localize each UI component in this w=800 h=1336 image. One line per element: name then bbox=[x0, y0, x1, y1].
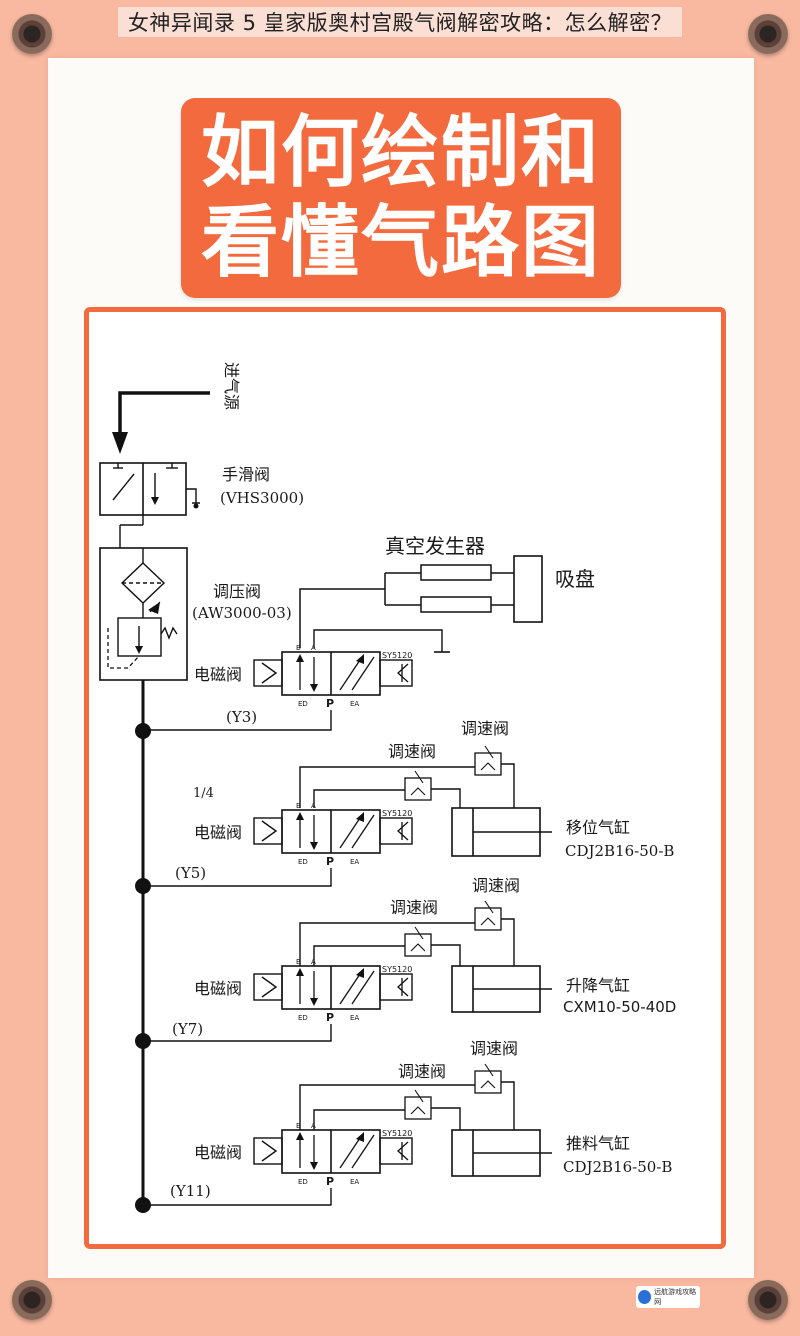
cylinder-3-name: 推料气缸 bbox=[566, 1134, 630, 1153]
fraction-label: 1/4 bbox=[193, 786, 214, 801]
watermark-text: 远航游戏攻略网 bbox=[654, 1288, 697, 1306]
banner-line-1: 如何绘制和 bbox=[200, 108, 601, 198]
valve-1-port-p: P bbox=[326, 697, 334, 710]
cylinder-2-model: CXM10-50-40D bbox=[563, 998, 676, 1016]
watermark-logo-icon bbox=[638, 1290, 652, 1304]
valve-3-model: SY5120 bbox=[382, 965, 412, 974]
signal-y5: (Y5) bbox=[175, 864, 206, 882]
valve-2-label: 电磁阀 bbox=[194, 823, 242, 842]
speed-valve-4b-label: 调速阀 bbox=[398, 1062, 446, 1081]
solenoid-valve-2: SY5120 B A ED P EA bbox=[135, 745, 552, 894]
regulator-name: 调压阀 bbox=[213, 582, 261, 601]
solenoid-valve-3: SY5120 B A ED P EA bbox=[135, 900, 552, 1049]
regulator-symbol bbox=[99, 515, 188, 732]
cylinder-1-model: CDJ2B16-50-B bbox=[565, 842, 674, 860]
signal-y3: (Y3) bbox=[226, 708, 257, 726]
valve-4-port-b: B bbox=[296, 1122, 301, 1130]
valve-4-label: 电磁阀 bbox=[194, 1143, 242, 1162]
valve-3-port-b: B bbox=[296, 958, 301, 966]
hand-valve-symbol bbox=[99, 462, 200, 516]
vacuum-generator-symbol: 真空发生器 bbox=[299, 534, 543, 648]
valve-2-port-ed: ED bbox=[298, 858, 308, 866]
valve-3-port-p: P bbox=[326, 1011, 334, 1024]
regulator-model: (AW3000-03) bbox=[192, 604, 292, 622]
valve-1-port-ea: EA bbox=[350, 700, 359, 708]
valve-1-port-b: B bbox=[296, 644, 301, 652]
valve-2-port-p: P bbox=[326, 855, 334, 868]
speed-valve-3b-label: 调速阀 bbox=[390, 898, 438, 917]
valve-2-port-a: A bbox=[311, 802, 316, 810]
speed-valve-2a-label: 调速阀 bbox=[461, 719, 509, 738]
valve-1-port-a: A bbox=[311, 644, 316, 652]
speed-valve-3a-label: 调速阀 bbox=[472, 876, 520, 895]
valve-1-port-ed: ED bbox=[298, 700, 308, 708]
solenoid-valve-1: SY5120 B A ED P EA bbox=[135, 629, 450, 739]
air-source-label: 进气源 bbox=[222, 362, 241, 410]
valve-3-label: 电磁阀 bbox=[194, 979, 242, 998]
cylinder-1-name: 移位气缸 bbox=[566, 818, 630, 837]
vacuum-generator-label: 真空发生器 bbox=[385, 534, 485, 558]
page-title: 女神异闻录 5 皇家版奥村宫殿气阀解密攻略：怎么解密？ bbox=[0, 0, 800, 44]
suction-cup-label: 吸盘 bbox=[555, 567, 595, 591]
valve-3-port-a: A bbox=[311, 958, 316, 966]
page-title-text: 女神异闻录 5 皇家版奥村宫殿气阀解密攻略：怎么解密？ bbox=[117, 7, 683, 37]
cylinder-2-name: 升降气缸 bbox=[566, 976, 630, 995]
speed-valve-2b-label: 调速阀 bbox=[388, 742, 436, 761]
valve-4-port-ed: ED bbox=[298, 1178, 308, 1186]
cylinder-3-model: CDJ2B16-50-B bbox=[563, 1158, 672, 1176]
valve-4-port-a: A bbox=[311, 1122, 316, 1130]
valve-3-port-ea: EA bbox=[350, 1014, 359, 1022]
pin-top-left bbox=[12, 14, 52, 54]
hand-valve-name: 手滑阀 bbox=[222, 465, 270, 484]
signal-y7: (Y7) bbox=[172, 1020, 203, 1038]
hand-valve-model: (VHS3000) bbox=[220, 489, 304, 507]
pin-top-right bbox=[748, 14, 788, 54]
pin-bottom-left bbox=[12, 1280, 52, 1320]
banner-line-2: 看懂气路图 bbox=[200, 198, 601, 288]
valve-1-model: SY5120 bbox=[382, 651, 412, 660]
valve-1-label: 电磁阀 bbox=[194, 665, 242, 684]
signal-y11: (Y11) bbox=[170, 1182, 211, 1200]
headline-banner: 如何绘制和 看懂气路图 bbox=[181, 98, 621, 298]
watermark-logo: 远航游戏攻略网 bbox=[636, 1286, 700, 1308]
valve-3-port-ed: ED bbox=[298, 1014, 308, 1022]
valve-4-port-ea: EA bbox=[350, 1178, 359, 1186]
pin-bottom-right bbox=[748, 1280, 788, 1320]
air-source-line bbox=[118, 391, 210, 448]
valve-2-port-ea: EA bbox=[350, 858, 359, 866]
valve-4-model: SY5120 bbox=[382, 1129, 412, 1138]
solenoid-valve-4: SY5120 B A ED P EA bbox=[135, 1063, 552, 1213]
valve-4-port-p: P bbox=[326, 1175, 334, 1188]
valve-2-port-b: B bbox=[296, 802, 301, 810]
speed-valve-4a-label: 调速阀 bbox=[470, 1039, 518, 1058]
valve-2-model: SY5120 bbox=[382, 809, 412, 818]
air-source-arrow bbox=[112, 432, 128, 454]
